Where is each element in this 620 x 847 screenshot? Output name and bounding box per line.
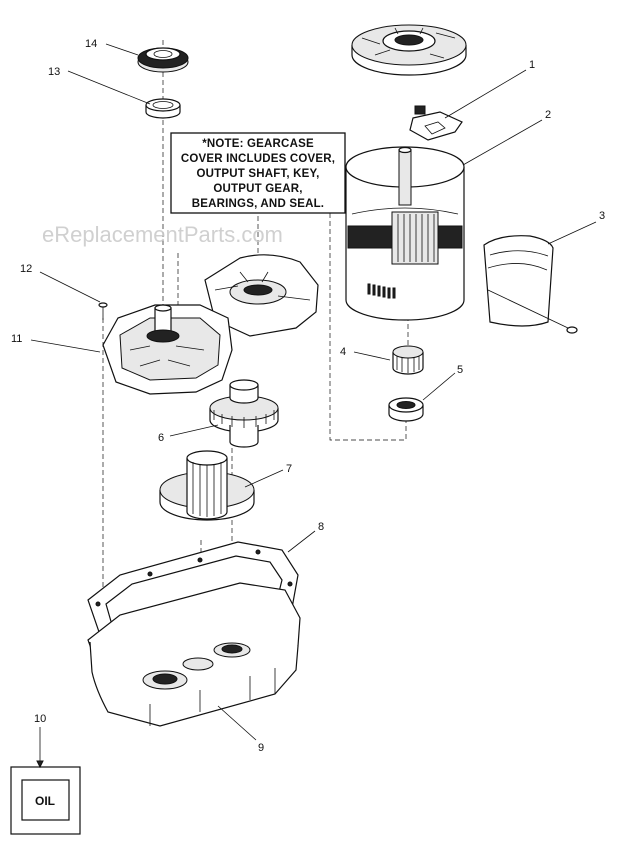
gearcase-gasket-upper xyxy=(204,254,319,337)
part-11-gearcase-cover xyxy=(102,304,233,395)
motor-end-cap xyxy=(351,24,467,76)
callout-numbers: 1 2 3 4 5 6 7 8 9 10 11 12 13 14 xyxy=(11,38,605,754)
callout-3: 3 xyxy=(599,210,605,222)
callout-leaders xyxy=(30,43,597,741)
callout-12: 12 xyxy=(20,263,32,275)
callout-4: 4 xyxy=(340,346,346,358)
note-line-1: *NOTE: GEARCASE xyxy=(202,138,314,150)
note-line-4: OUTPUT GEAR, xyxy=(213,183,302,195)
part-14-seal xyxy=(137,47,189,73)
callout-5: 5 xyxy=(457,364,463,376)
part-5-bearing xyxy=(388,397,424,422)
note-box: *NOTE: GEARCASE COVER INCLUDES COVER, OU… xyxy=(170,132,346,214)
callout-2: 2 xyxy=(545,109,551,121)
callout-9: 9 xyxy=(258,742,264,754)
callout-7: 7 xyxy=(286,463,292,475)
callout-14: 14 xyxy=(85,38,97,50)
callout-10: 10 xyxy=(34,713,46,725)
part-6-intermediate-gear xyxy=(209,379,279,448)
callout-11: 11 xyxy=(11,333,22,345)
part-2-motor-housing xyxy=(345,146,465,321)
part-3-cover-plate xyxy=(483,235,578,334)
part-4-pinion-gear xyxy=(392,345,424,375)
callout-8: 8 xyxy=(318,521,324,533)
note-line-2: COVER INCLUDES COVER, xyxy=(181,153,335,165)
part-7-output-gear xyxy=(159,450,255,521)
oil-label: OIL xyxy=(35,794,55,808)
callout-6: 6 xyxy=(158,432,164,444)
callout-1: 1 xyxy=(529,59,535,71)
watermark: eReplacementParts.com xyxy=(42,222,283,247)
part-9-gearcase-housing xyxy=(87,582,301,727)
note-line-5: BEARINGS, AND SEAL. xyxy=(192,198,324,210)
callout-13: 13 xyxy=(48,66,60,78)
note-line-3: OUTPUT SHAFT, KEY, xyxy=(196,168,319,180)
part-13-bearing xyxy=(145,98,181,119)
part-12-screw xyxy=(98,302,108,320)
part-10-oil-container xyxy=(10,727,81,835)
part-1-brush-assembly xyxy=(409,105,463,141)
